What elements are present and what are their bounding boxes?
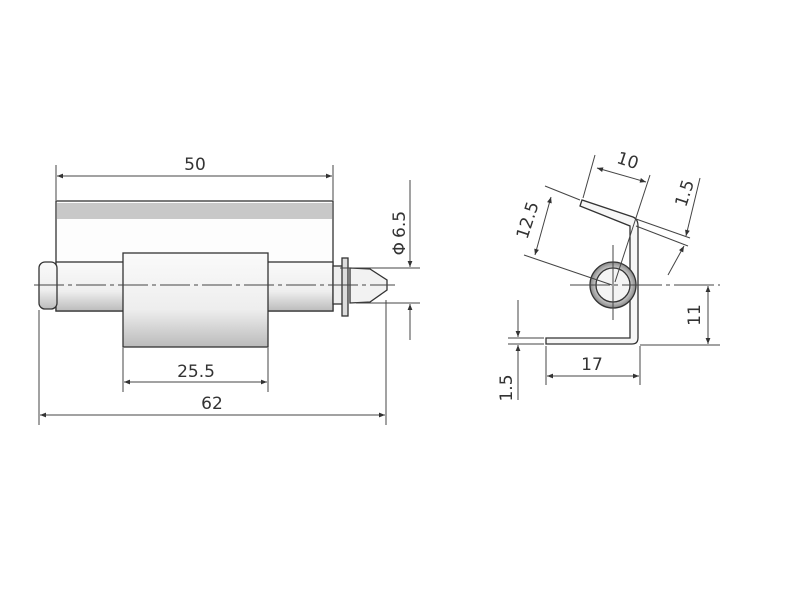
dim-17: 17 [581, 355, 603, 375]
knuckle [122, 252, 269, 348]
dim-1-5-bottom: 1.5 [497, 374, 517, 401]
side-view: 17 11 1.5 12.5 10 1.5 [497, 148, 720, 402]
dim-50: 50 [184, 155, 206, 175]
dim-10: 10 [614, 148, 641, 174]
dim-62: 62 [201, 394, 223, 414]
dim-25-5: 25.5 [177, 362, 215, 382]
washer [341, 257, 349, 317]
front-view: 50 25.5 62 Φ 6.5 [34, 155, 420, 425]
leaf-band [57, 203, 332, 219]
dim-1-5-top: 1.5 [672, 178, 699, 210]
dim-11: 11 [685, 304, 705, 326]
dim-diameter-symbol: Φ [390, 242, 410, 255]
dim-12-5: 12.5 [513, 199, 544, 241]
dim-6-5: 6.5 [390, 211, 410, 238]
pin-tip [349, 267, 388, 304]
